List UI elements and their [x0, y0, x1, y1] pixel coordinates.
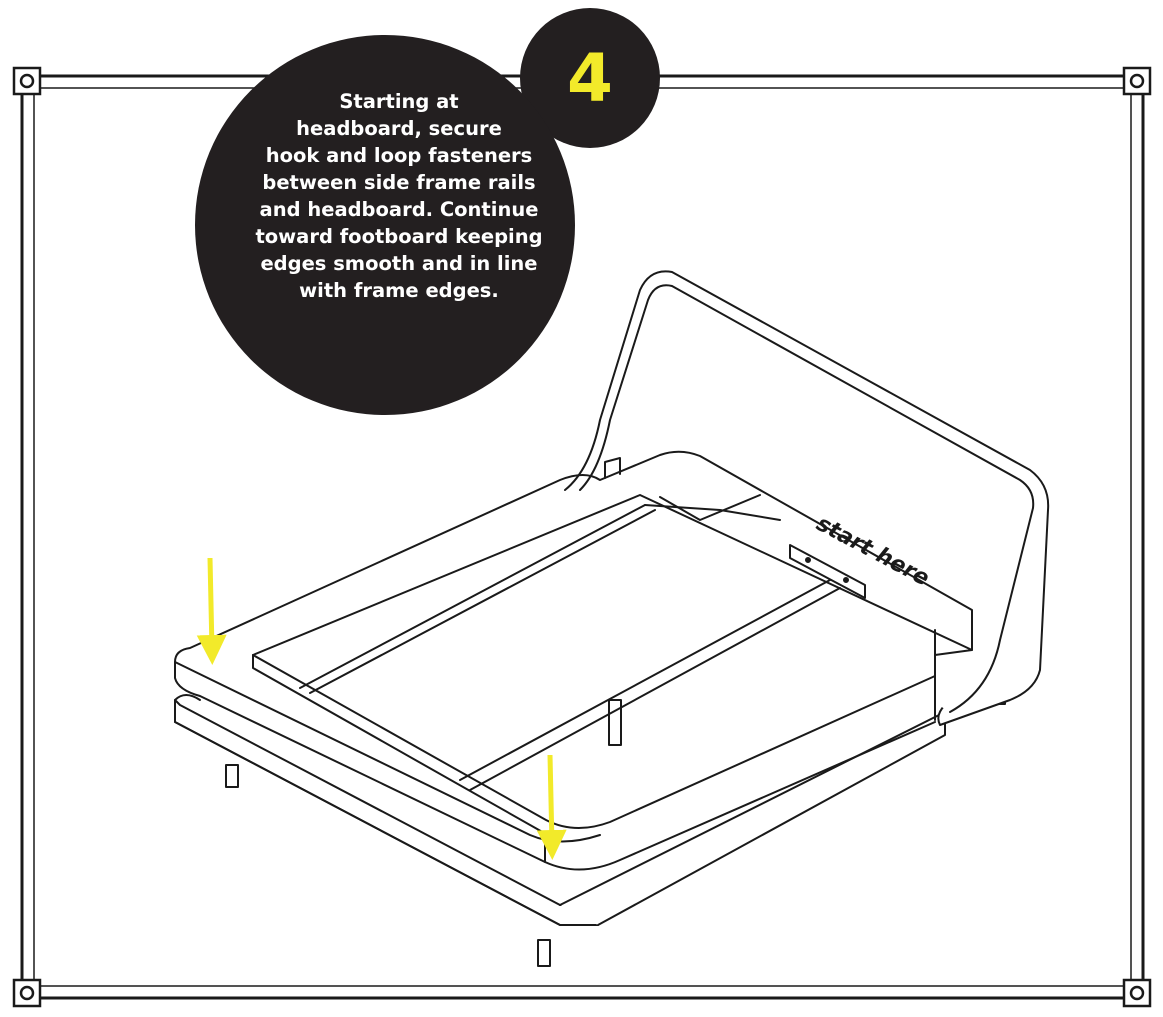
instruction-line: headboard, secure — [296, 117, 502, 140]
instruction-line: edges smooth and in line — [260, 252, 538, 275]
base-platform — [174, 694, 946, 926]
start-here-bracket — [789, 544, 866, 599]
frame-rails — [252, 494, 973, 791]
instruction-line: toward footboard keeping — [255, 225, 543, 248]
corner-ornament-bottom-left — [12, 978, 42, 1008]
placement-arrows — [196, 557, 567, 860]
step-number: 4 — [567, 40, 613, 117]
corner-ornament-top-left — [12, 66, 42, 96]
headboard — [564, 270, 1050, 726]
instruction-line: with frame edges. — [299, 279, 499, 302]
corner-ornament-bottom-right — [1122, 978, 1152, 1008]
instruction-line: and headboard. Continue — [259, 198, 539, 221]
instruction-line: hook and loop fasteners — [265, 144, 533, 167]
instruction-text: Starting at headboard, secure hook and l… — [214, 88, 584, 304]
instruction-bubble — [195, 35, 575, 415]
step-number-badge — [520, 8, 660, 148]
instruction-line: between side frame rails — [262, 171, 536, 194]
corner-ornament-top-right — [1122, 66, 1152, 96]
arrow-down-icon — [536, 754, 567, 860]
instruction-line: Starting at — [339, 90, 459, 113]
arrow-down-icon — [196, 557, 227, 665]
